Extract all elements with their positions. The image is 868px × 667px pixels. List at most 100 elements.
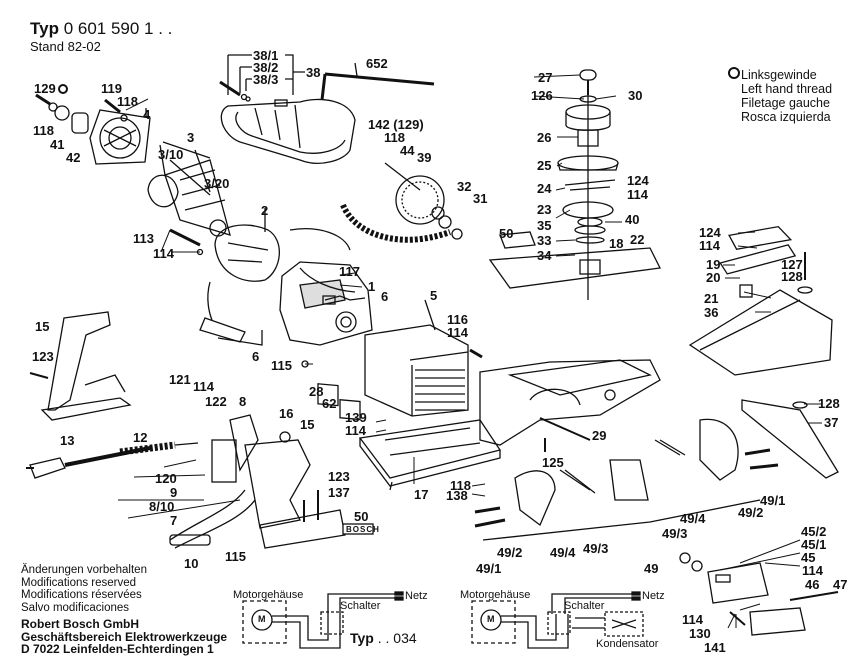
wiring-diagram-1 <box>242 591 404 649</box>
wiring2-capacitor: Kondensator <box>596 638 659 650</box>
callout-28: 28 <box>309 384 324 399</box>
callout-12: 12 <box>133 430 148 445</box>
switch-handle-part <box>169 414 374 549</box>
callout-49-1: 49/1 <box>476 561 502 576</box>
callout-49-1: 49/1 <box>760 493 786 508</box>
callout-46: 46 <box>805 577 820 592</box>
wiring1-type-suffix: . . 034 <box>377 630 417 646</box>
note-de: Änderungen vorbehalten <box>21 564 147 576</box>
callout-45-2: 45/2 <box>801 524 827 539</box>
callout-35: 35 <box>537 218 552 233</box>
callout-139: 139 <box>345 410 367 425</box>
callout-49-4: 49/4 <box>680 511 706 526</box>
callout-44: 44 <box>400 143 415 158</box>
wiring2-switch: Schalter <box>564 600 605 612</box>
motor-cover-part <box>364 299 483 417</box>
callout-38-2: 38/2 <box>253 60 279 75</box>
callout-3-20: 3/20 <box>204 176 230 191</box>
callout-32: 32 <box>457 179 472 194</box>
callout-26: 26 <box>537 130 552 145</box>
note-fr: Modifications réservées <box>21 589 142 601</box>
belt-cover-part <box>220 98 356 164</box>
planer-body-part <box>479 359 661 452</box>
wiring1-type-prefix: Typ <box>350 630 374 646</box>
nut-and-screw-part <box>35 93 128 134</box>
callout-1: 1 <box>368 279 376 294</box>
callout-128: 128 <box>818 396 840 411</box>
wiring1-switch: Schalter <box>340 600 381 612</box>
callout-117: 117 <box>339 264 360 279</box>
callout-3: 3 <box>187 130 195 145</box>
left-hand-thread-marker-icon <box>728 67 740 79</box>
note-es: Salvo modificaciones <box>21 601 130 614</box>
callout-130: 130 <box>689 626 711 641</box>
callout-114: 114 <box>699 238 720 253</box>
brush-holder-part <box>199 295 366 346</box>
callout-118: 118 <box>384 130 405 145</box>
callout-3-10: 3/10 <box>158 147 184 162</box>
callout-138: 138 <box>446 488 468 503</box>
callout-50: 50 <box>499 226 514 241</box>
callout-49-2: 49/2 <box>497 545 523 560</box>
rear-handle-part <box>29 311 132 421</box>
callout-34: 34 <box>537 248 552 263</box>
callout-leader-lines <box>118 74 822 629</box>
callout-17: 17 <box>414 487 429 502</box>
callout-129: 129 <box>34 81 56 96</box>
callout-128: 128 <box>781 269 803 284</box>
wiring1-motor-symbol: M <box>258 614 266 624</box>
callout-6: 6 <box>252 349 260 364</box>
callout-15: 15 <box>35 319 50 334</box>
wiring2-motor-housing: Motorgehäuse <box>460 589 531 601</box>
callout-33: 33 <box>537 233 552 248</box>
callout-118: 118 <box>117 94 138 109</box>
callout-4: 4 <box>143 107 151 122</box>
callout-22: 22 <box>630 232 645 247</box>
bosch-badge: BOSCH <box>346 525 380 534</box>
callout-38-1: 38/1 <box>253 48 279 63</box>
callout-124: 124 <box>627 173 649 188</box>
callout-115: 115 <box>271 358 292 373</box>
drive-belt-part <box>340 162 463 243</box>
callout-118: 118 <box>450 478 471 493</box>
callout-114: 114 <box>153 246 174 261</box>
callout-49-3: 49/3 <box>583 541 609 556</box>
callout-142: 142 (129) <box>368 117 424 132</box>
left-hand-thread-marker-icon <box>58 84 68 94</box>
callout-47: 47 <box>833 577 848 592</box>
legend-line-es: Rosca izquierda <box>741 110 831 124</box>
callout-15: 15 <box>300 417 315 432</box>
leader-38-group <box>227 54 305 95</box>
callout-124: 124 <box>699 225 721 240</box>
callout-125: 125 <box>542 455 564 470</box>
callout-38: 38 <box>306 65 321 80</box>
depth-adjustment-part <box>488 69 661 300</box>
wiring-diagram-2 <box>471 591 644 649</box>
callout-10: 10 <box>184 556 199 571</box>
callout-49-2: 49/2 <box>738 505 764 520</box>
scale-plate-part <box>679 552 839 636</box>
wiring2-mains: Netz <box>642 590 665 602</box>
stator-part <box>169 208 351 321</box>
callout-45: 45 <box>801 550 816 565</box>
callout-9: 9 <box>170 485 178 500</box>
armature-part <box>147 141 231 237</box>
wiring2-motor-symbol: M <box>487 614 495 624</box>
legend-line-en: Left hand thread <box>741 82 833 96</box>
callout-45-1: 45/1 <box>801 537 827 552</box>
callout-30: 30 <box>628 88 643 103</box>
legend-line-de: Linksgewinde <box>741 68 817 82</box>
callout-40: 40 <box>625 212 640 227</box>
stand-revision: Stand 82-02 <box>30 39 101 54</box>
label-plate-part <box>317 383 361 421</box>
callout-13: 13 <box>60 433 75 448</box>
callout-114: 114 <box>627 187 648 202</box>
callout-18: 18 <box>609 236 624 251</box>
callout-50: 50 <box>354 509 369 524</box>
company-name: Robert Bosch GmbH <box>21 617 140 631</box>
title-typ: Typ <box>30 19 59 38</box>
callout-37: 37 <box>824 415 839 430</box>
callout-49-4: 49/4 <box>550 545 576 560</box>
callout-5: 5 <box>430 288 438 303</box>
